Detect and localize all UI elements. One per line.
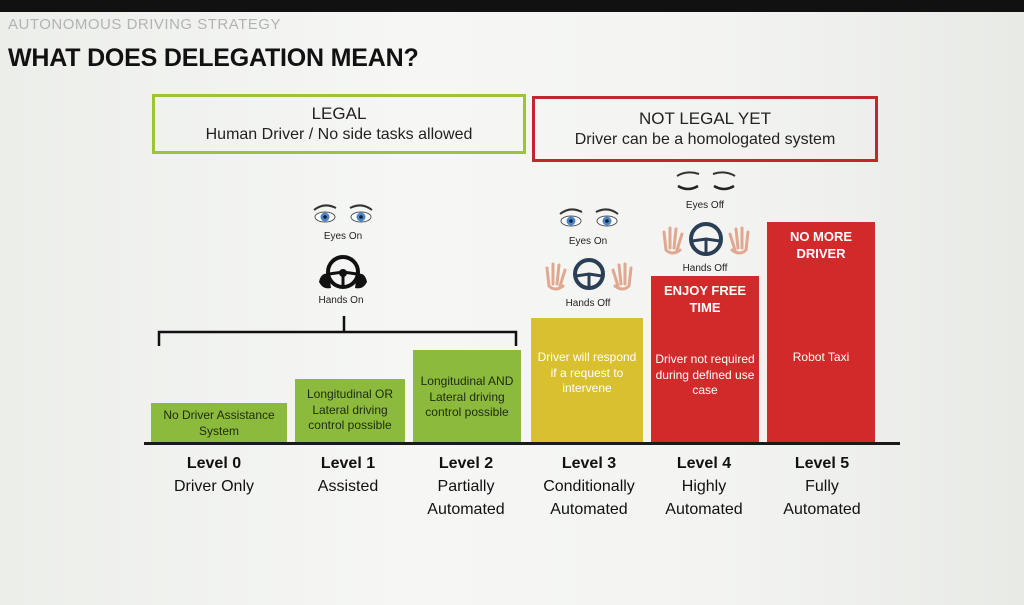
level-name-line2: Automated	[665, 501, 743, 519]
level-0-bar: No Driver Assistance System	[151, 403, 287, 443]
level-name-line2: Automated	[550, 501, 628, 519]
level-name: Assisted	[317, 478, 379, 496]
level-3-bar-text: Driver will respond if a request to inte…	[537, 350, 637, 396]
not-legal-box: NOT LEGAL YET Driver can be a homologate…	[532, 96, 878, 162]
level-5-label: Level 5 Fully Automated	[762, 452, 882, 522]
eyes-on-label: Eyes On	[568, 236, 608, 247]
level-number: Level 3	[561, 455, 617, 472]
level-4-label: Level 4 Highly Automated	[644, 452, 764, 522]
level-3-label: Level 3 Conditionally Automated	[529, 452, 649, 522]
level-1-bar: Longitudinal OR Lateral driving control …	[295, 379, 405, 443]
hands-off-label: Hands Off	[682, 263, 728, 274]
level-0-bar-text: No Driver Assistance System	[163, 408, 275, 438]
legal-heading: LEGAL	[311, 103, 367, 123]
level-number: Level 1	[320, 455, 376, 472]
legal-text: Human Driver / No side tasks allowed	[205, 125, 473, 143]
level-1-label: Level 1 Assisted	[288, 452, 408, 498]
level-name-line2: Automated	[427, 501, 505, 519]
not-legal-text: Driver can be a homologated system	[574, 130, 836, 148]
hands-off-label: Hands Off	[565, 298, 611, 309]
level-number: Level 5	[794, 455, 850, 472]
closed-eyes-icon	[676, 171, 736, 191]
level-number: Level 2	[438, 455, 494, 472]
legal-box: LEGAL Human Driver / No side tasks allow…	[152, 94, 526, 154]
open-eyes-icon	[313, 204, 373, 223]
level-2-bar: Longitudinal AND Lateral driving control…	[413, 350, 521, 443]
level-5-bar-heading: NO MORE DRIVER	[789, 229, 853, 261]
level-number: Level 0	[186, 455, 242, 472]
breadcrumb: AUTONOMOUS DRIVING STRATEGY	[8, 16, 281, 33]
level-name: Driver Only	[173, 478, 254, 496]
level-name: Fully	[805, 478, 839, 496]
level-0-label: Level 0 Driver Only	[154, 452, 274, 498]
level-1-bar-text: Longitudinal OR Lateral driving control …	[306, 387, 394, 433]
brace-bracket	[157, 316, 518, 346]
level-name: Conditionally	[543, 478, 635, 496]
page-title: WHAT DOES DELEGATION MEAN?	[8, 44, 419, 72]
baseline	[144, 442, 900, 445]
hands-on-label: Hands On	[318, 295, 364, 306]
level-3-bar: Driver will respond if a request to inte…	[531, 318, 643, 443]
level-2-bar-text: Longitudinal AND Lateral driving control…	[420, 374, 514, 420]
level-4-bar-text: Driver not required during defined use c…	[655, 352, 755, 398]
level-4-bar: ENJOY FREE TIME Driver not required duri…	[651, 276, 759, 443]
hands-on-wheel-icon	[319, 255, 367, 289]
level-name: Partially	[437, 478, 495, 496]
top-frame-edge	[0, 0, 1024, 12]
hands-off-wheel-icon	[662, 222, 750, 256]
eyes-off-label: Eyes Off	[685, 200, 725, 211]
level-5-bar-text: Robot Taxi	[792, 350, 850, 364]
open-eyes-icon	[559, 208, 619, 227]
level-5-bar: NO MORE DRIVER Robot Taxi	[767, 222, 875, 443]
eyes-on-label: Eyes On	[323, 231, 363, 242]
hands-off-wheel-icon	[545, 258, 633, 291]
level-name-line2: Automated	[783, 501, 861, 519]
not-legal-heading: NOT LEGAL YET	[639, 108, 771, 128]
level-2-label: Level 2 Partially Automated	[406, 452, 526, 522]
level-4-bar-heading: ENJOY FREE TIME	[663, 283, 747, 315]
level-number: Level 4	[676, 455, 732, 472]
level-name: Highly	[681, 478, 727, 496]
